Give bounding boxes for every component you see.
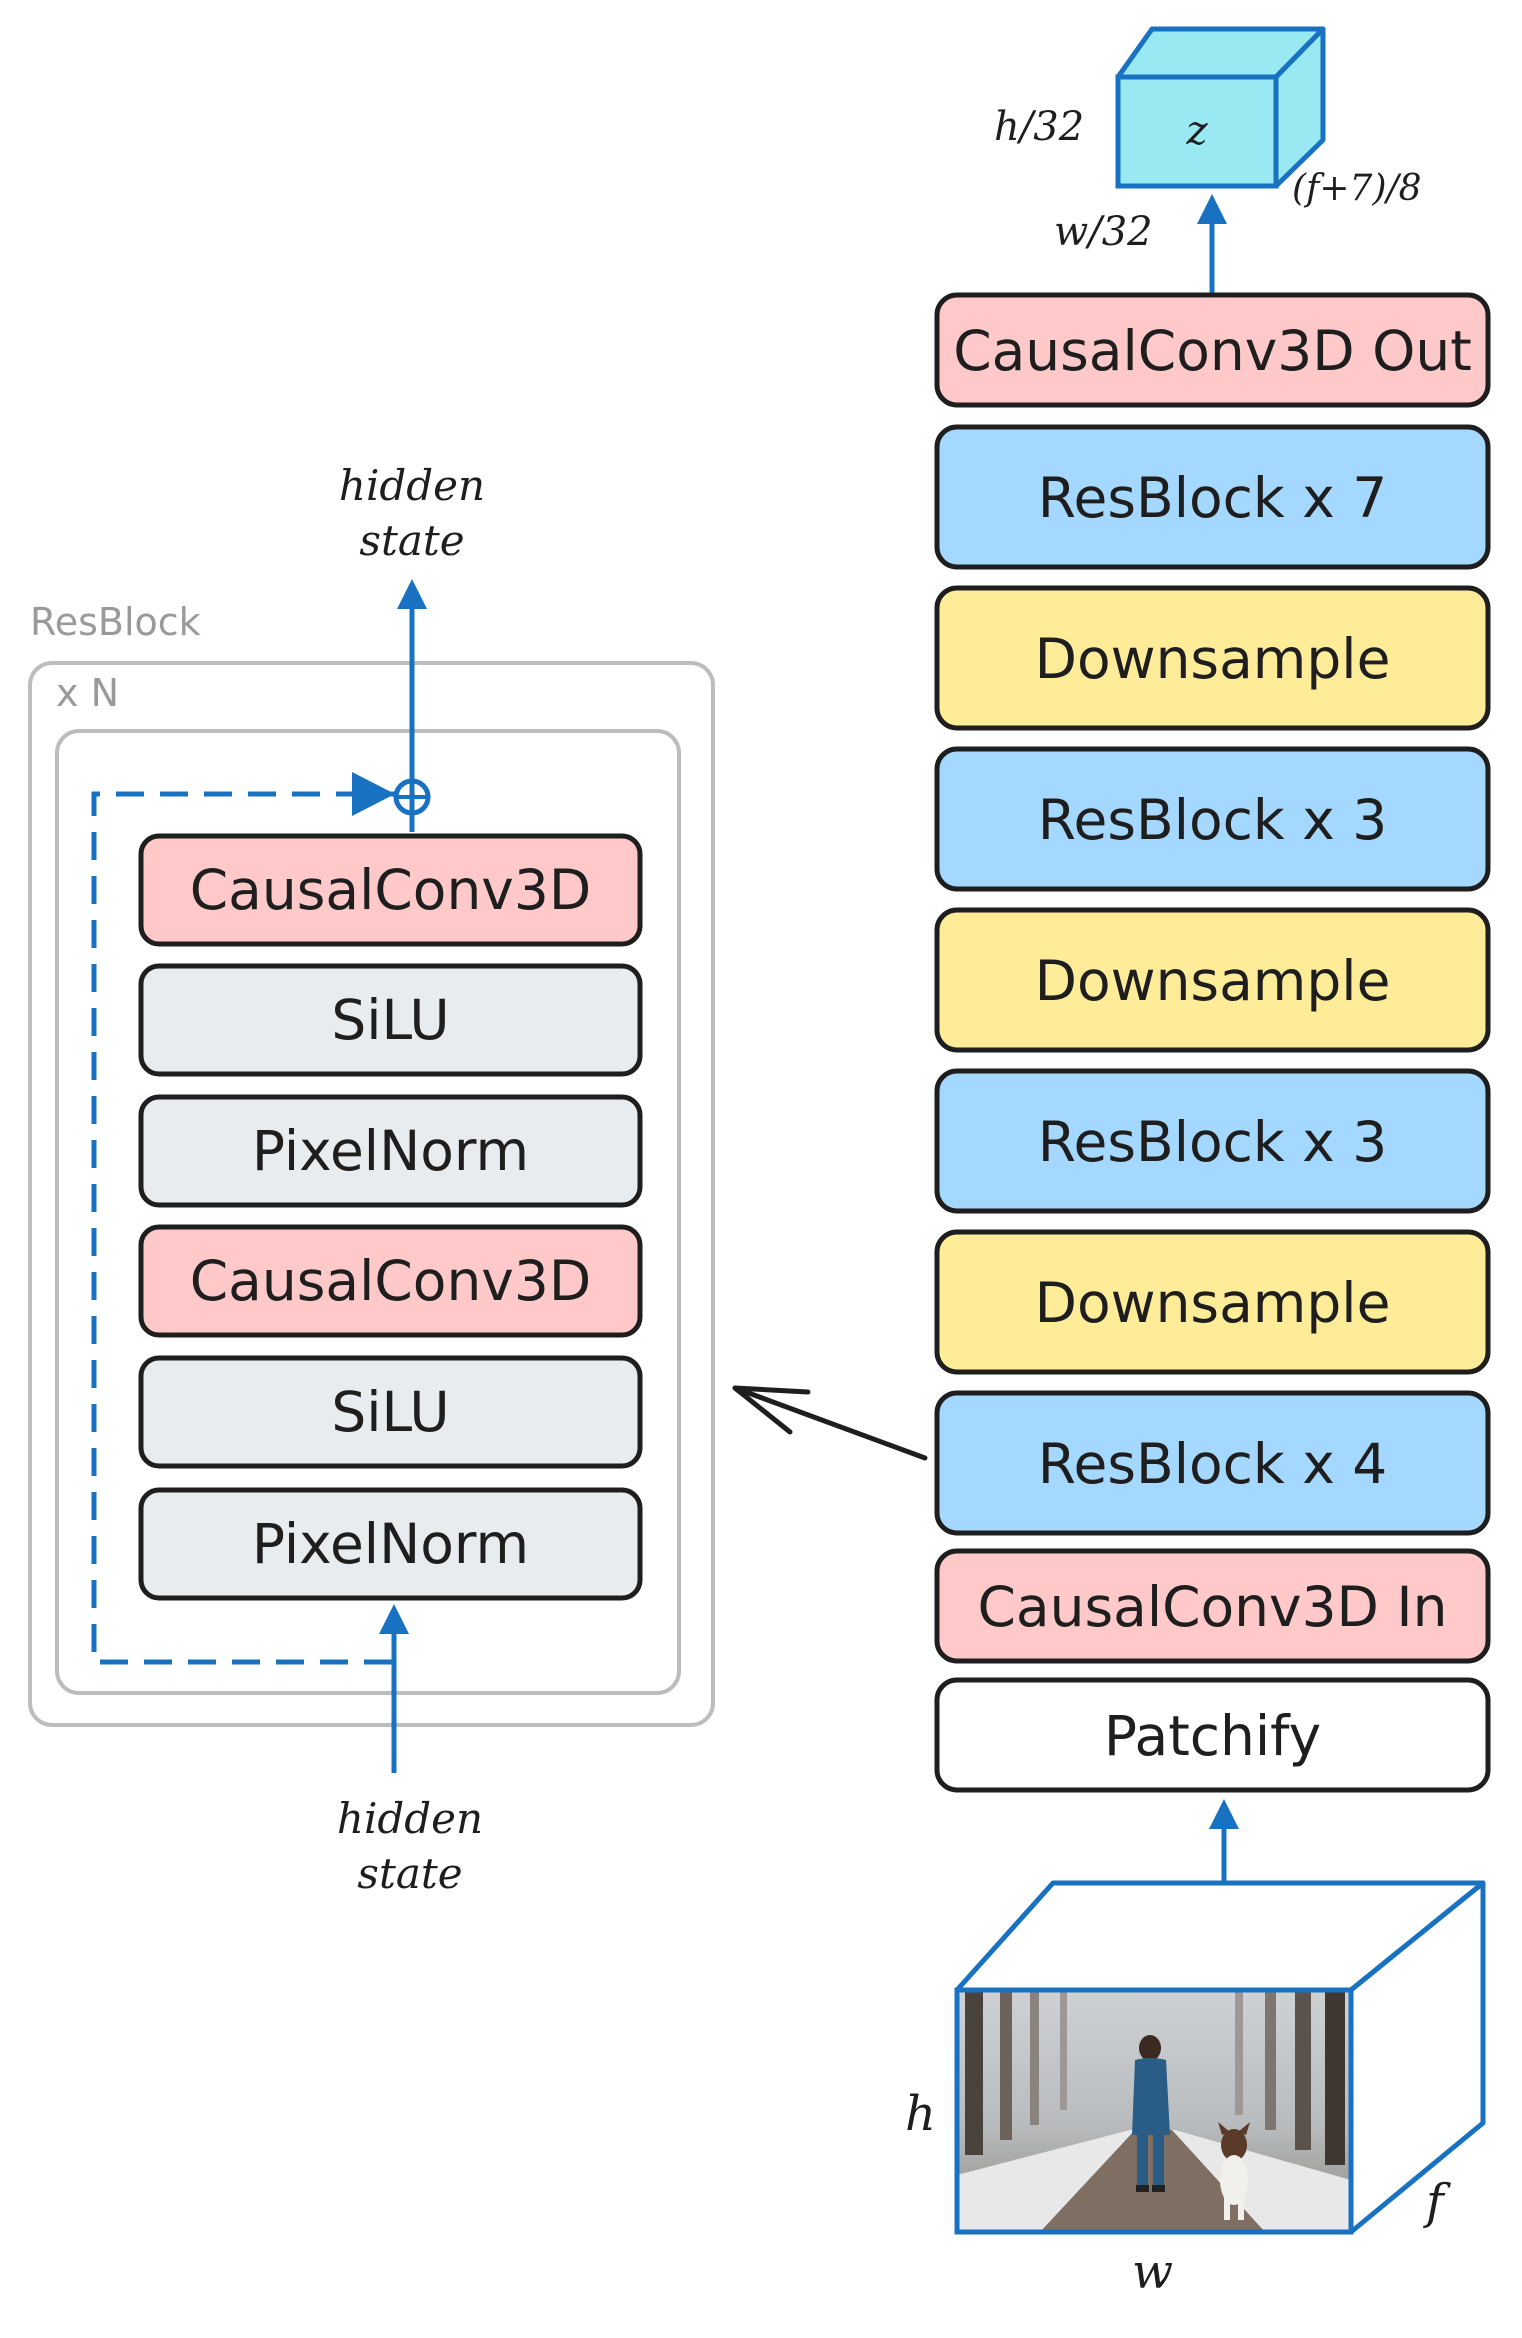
encoder-label-downsample-6: Downsample [1035,1271,1391,1335]
resblock-layer-label-causalconv3d-0: CausalConv3D [190,858,591,922]
resblock-layer-stack: CausalConv3DSiLUPixelNormCausalConv3DSiL… [138,833,643,1601]
encoder-block-downsample-6 [934,1229,1491,1375]
input-frames-label: f [1423,2174,1451,2230]
latent-height-label: h/32 [994,104,1084,150]
resblock-title: ResBlock [30,600,201,644]
child-figure [1132,2035,1170,2192]
encoder-block-downsample-4 [934,907,1491,1053]
resblock-inner-frame [55,729,681,1695]
encoder-label-downsample-2: Downsample [1035,627,1391,691]
encoder-block-resblock-x-4-7 [934,1390,1491,1536]
latent-cube: z [1115,26,1326,189]
encoder-label-causalconv3d-in-8: CausalConv3D In [978,1575,1448,1639]
input-width-label: w [1132,2244,1173,2300]
input-height-label: h [905,2086,936,2142]
dog-figure [1218,2122,1250,2220]
input-video-cube [954,1880,1486,2235]
latent-width-label: w/32 [1054,209,1153,255]
encoder-label-downsample-4: Downsample [1035,949,1391,1013]
resblock-layer-silu-1 [138,963,643,1077]
zoom-detail-arrow [732,1385,928,1461]
forest-video-frame [957,1990,1351,2232]
latent-z-label: z [1185,108,1208,154]
resblock-layer-causalconv3d-0 [138,833,643,947]
skip-connection-arrowhead [352,772,395,816]
encoder-label-resblock-x-3-5: ResBlock x 3 [1038,1110,1388,1174]
resblock-layer-label-silu-4: SiLU [331,1380,449,1444]
encoder-block-causalconv3d-out-0 [934,292,1491,408]
resblock-layer-label-silu-1: SiLU [331,988,449,1052]
resblock-input-label-line2: state [357,1849,462,1898]
resblock-repeat-label: x N [56,671,119,715]
encoder-label-resblock-x-4-7: ResBlock x 4 [1038,1432,1388,1496]
encoder-label-patchify-9: Patchify [1104,1704,1321,1768]
encoder-label-causalconv3d-out-0: CausalConv3D Out [953,319,1472,383]
skip-connection-dashed [91,791,395,1665]
resblock-layer-label-pixelnorm-5: PixelNorm [252,1512,529,1576]
resblock-layer-causalconv3d-3 [138,1224,643,1338]
resblock-input-label-line1: hidden [337,1794,483,1843]
resblock-layer-pixelnorm-2 [138,1094,643,1208]
resblock-layer-silu-4 [138,1355,643,1469]
latent-frames-label: (f+7)/8 [1292,168,1422,209]
encoder-label-resblock-x-7-1: ResBlock x 7 [1038,466,1388,530]
resblock-layer-pixelnorm-5 [138,1487,643,1601]
encoder-label-resblock-x-3-3: ResBlock x 3 [1038,788,1388,852]
resblock-layer-label-pixelnorm-2: PixelNorm [252,1119,529,1183]
encoder-block-causalconv3d-in-8 [934,1548,1491,1664]
resblock-output-label-line2: state [359,516,464,565]
encoder-block-patchify-9 [934,1677,1491,1793]
resblock-outer-frame [28,661,715,1727]
encoder-block-downsample-2 [934,585,1491,731]
encoder-block-resblock-x-3-3 [934,746,1491,892]
resblock-layer-label-causalconv3d-3: CausalConv3D [190,1249,591,1313]
encoder-block-resblock-x-3-5 [934,1068,1491,1214]
encoder-block-resblock-x-7-1 [934,424,1491,570]
resblock-output-label-line1: hidden [339,461,485,510]
